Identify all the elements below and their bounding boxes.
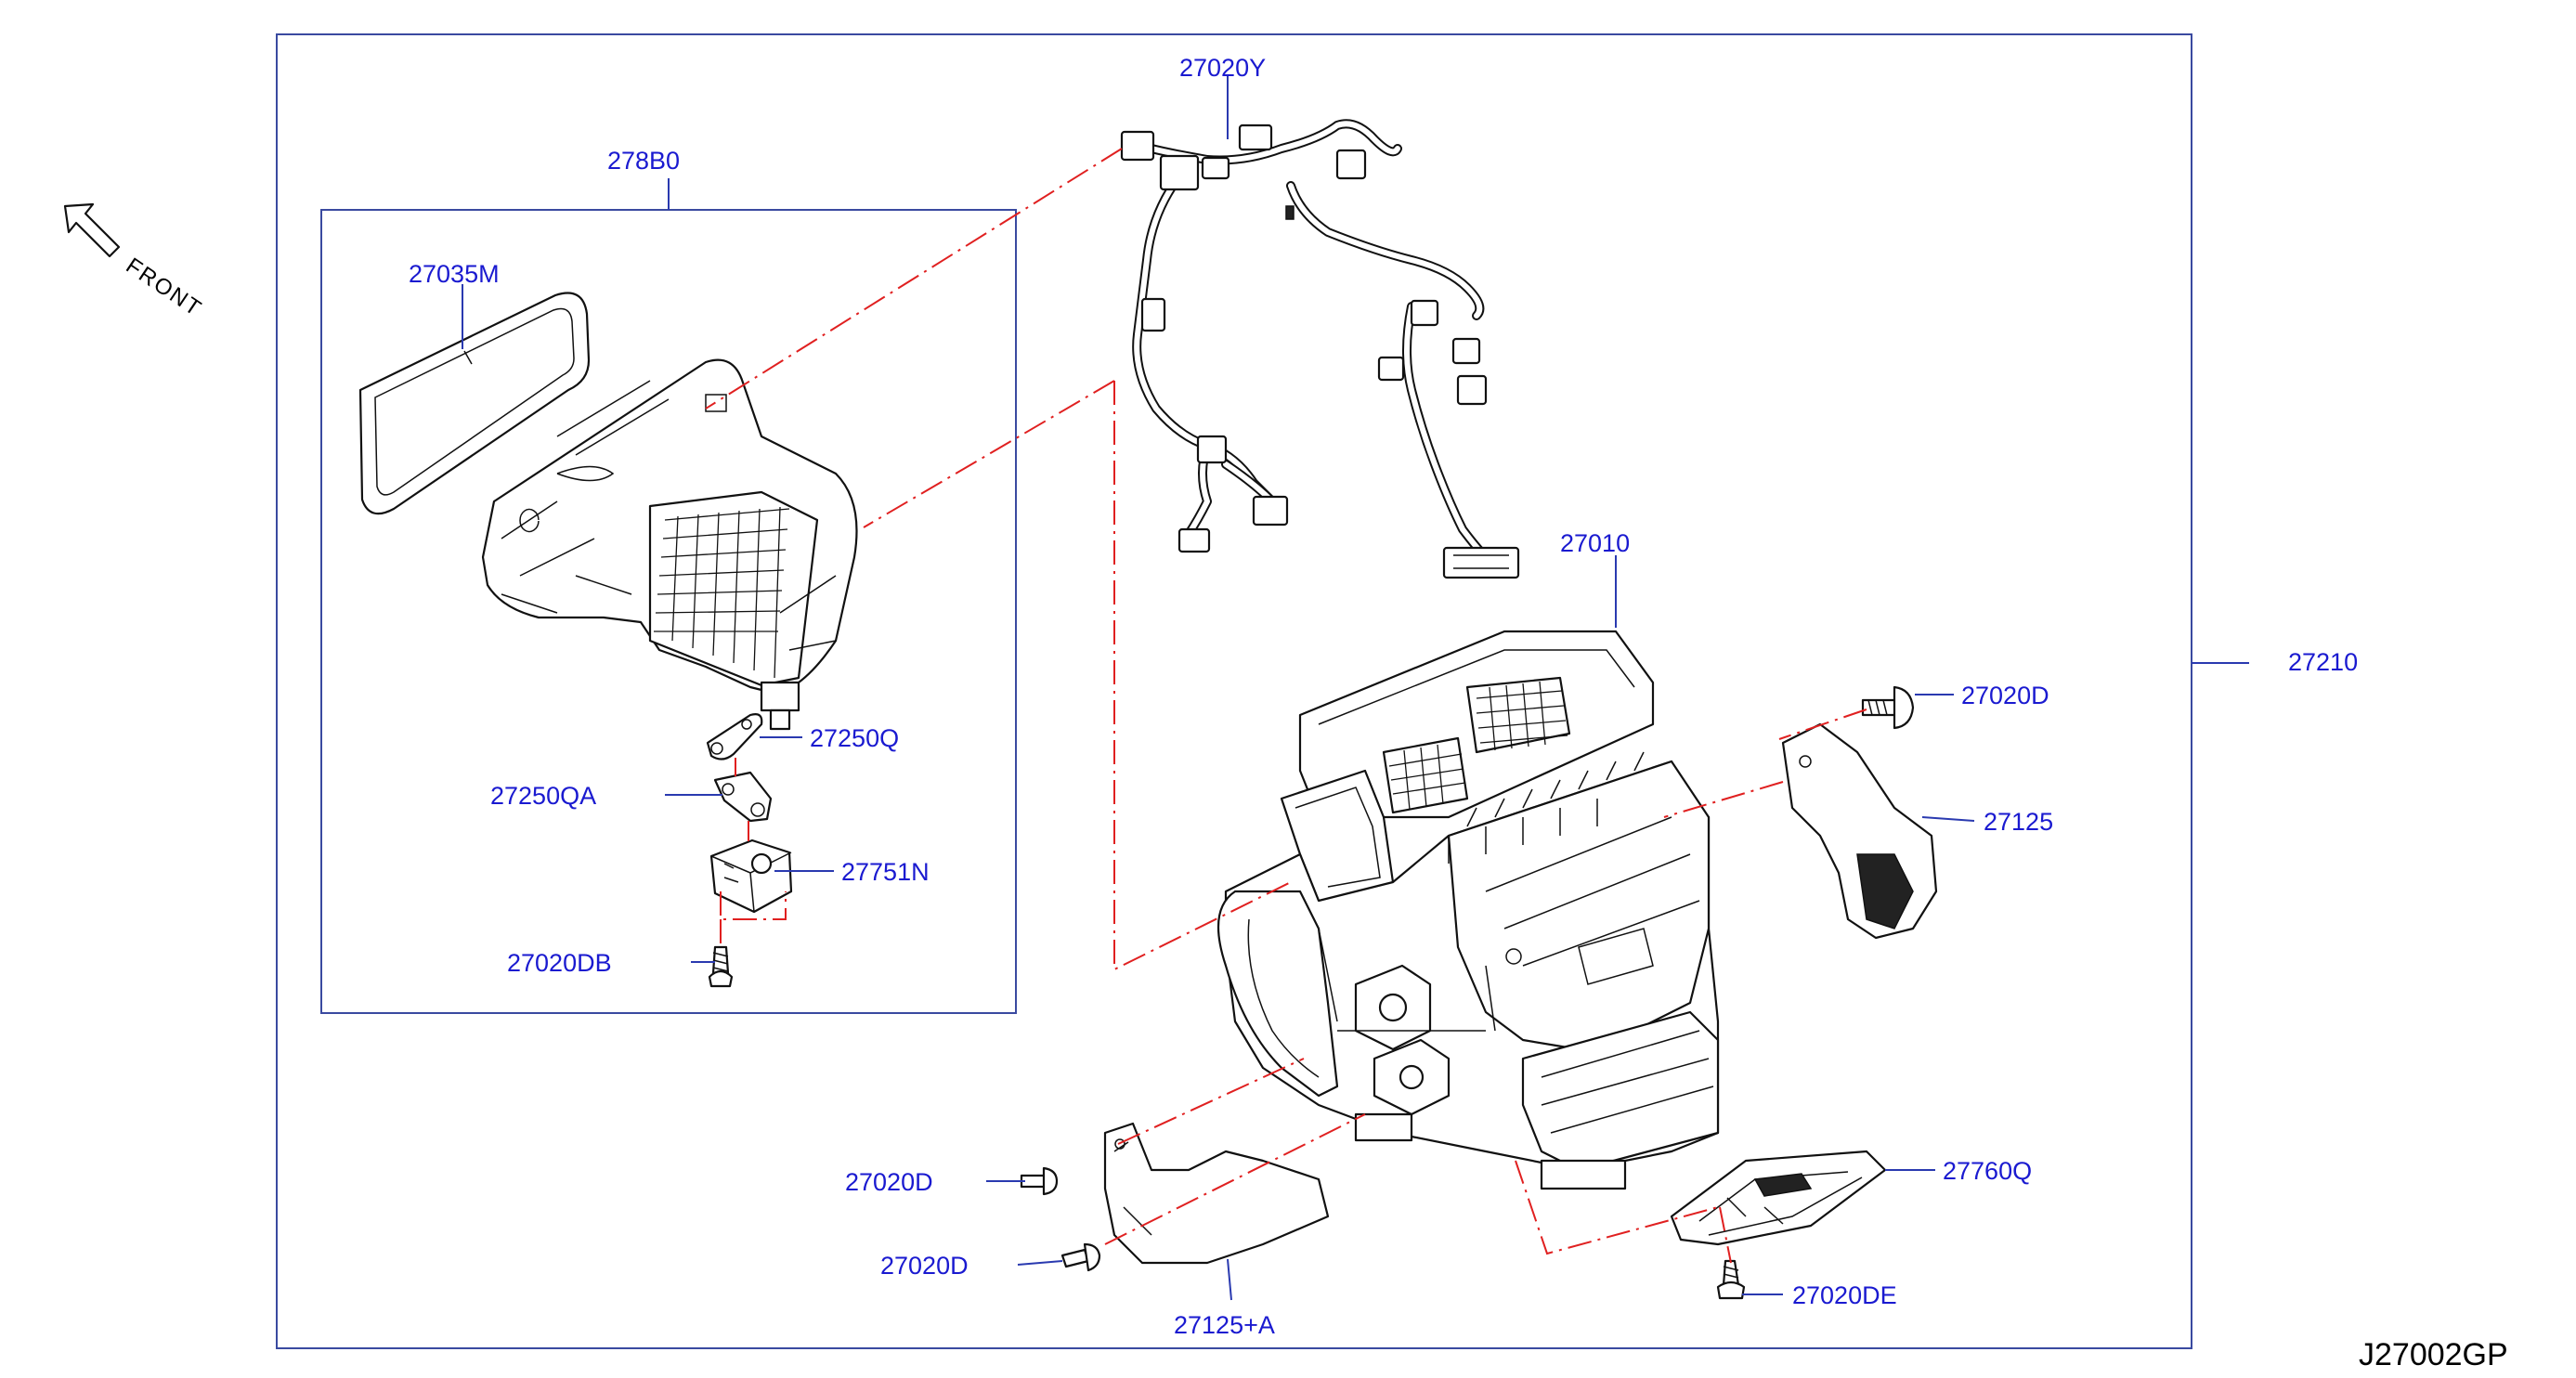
leader-lines [462,74,2249,1301]
label-27020D-left1: 27020D [845,1168,933,1196]
label-27020Y: 27020Y [1179,54,1266,82]
lower-bracket-part [1103,1122,1330,1265]
diagram-code: J27002GP [2359,1337,2508,1372]
wiring-harness-part [1120,119,1520,579]
label-27250QA: 27250QA [490,782,596,810]
label-27751N: 27751N [841,858,930,886]
link-part [713,771,773,823]
screw-d-left1-part [1020,1166,1059,1196]
heater-unit-part [1216,630,1720,1190]
intake-housing-part [481,358,858,731]
assembly-chain-lines [705,148,1867,1264]
assembly-frame [276,33,2192,1349]
label-278B0: 278B0 [607,147,680,175]
label-27210: 27210 [2288,648,2358,676]
label-27020DB: 27020DB [507,949,612,977]
label-27125: 27125 [1984,808,2053,836]
screw-db-part [708,945,734,988]
label-27250Q: 27250Q [810,724,899,752]
cover-bracket-part [1781,722,1938,940]
front-arrow-icon [63,202,121,258]
label-27760Q: 27760Q [1943,1157,2032,1185]
actuator-part [709,838,793,914]
label-27010: 27010 [1560,529,1630,557]
front-label: FRONT [122,254,207,322]
label-27020D-left2: 27020D [880,1252,969,1280]
screw-d-top-part [1861,685,1915,730]
screw-d-left2-part [1060,1242,1101,1272]
label-27125-A: 27125+A [1174,1311,1275,1339]
seal-gasket-part [358,292,591,515]
plate-part [1670,1150,1887,1246]
label-27035M: 27035M [409,260,500,288]
label-27020DE: 27020DE [1792,1281,1897,1309]
lever-part [706,713,763,760]
label-27020D-top: 27020D [1961,682,2049,709]
screw-de-part [1716,1259,1746,1300]
